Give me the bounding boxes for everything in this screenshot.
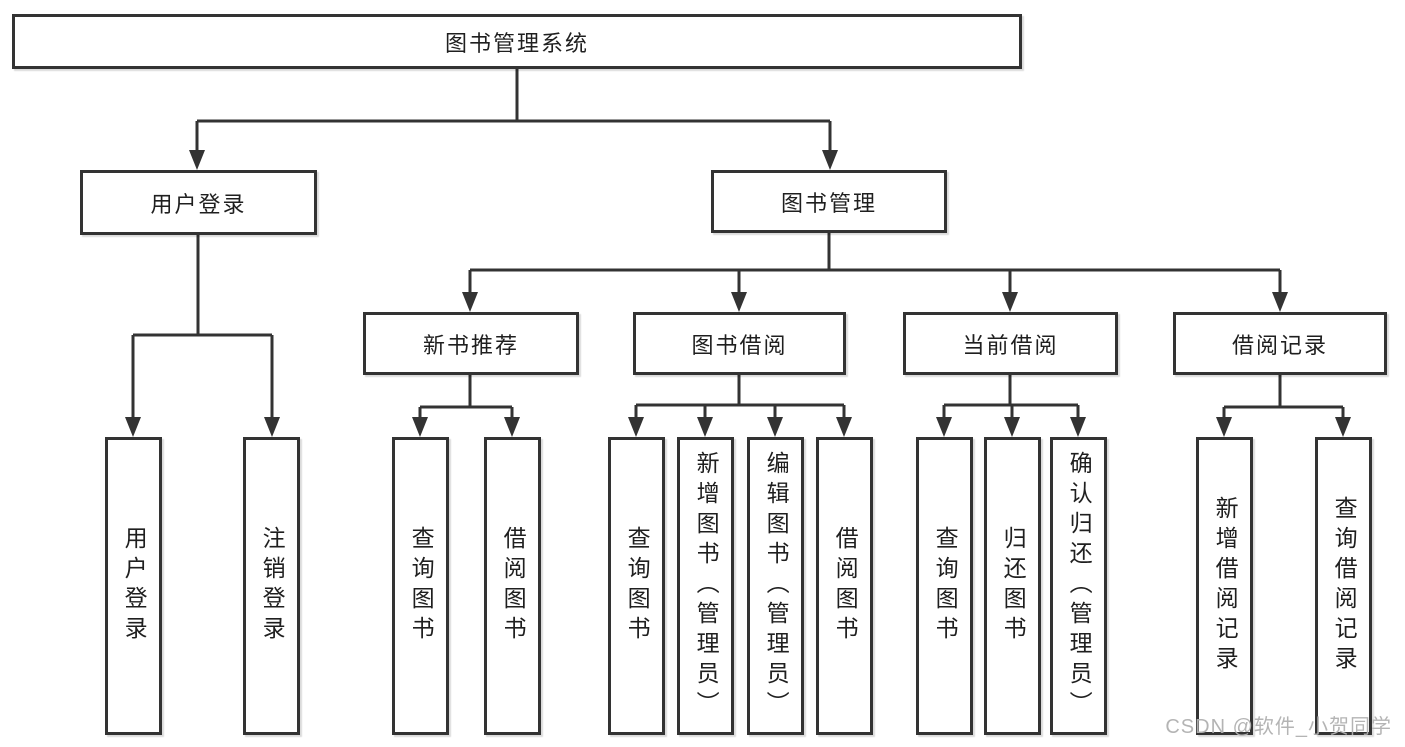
node-label: 查询借阅记录 [1331,496,1358,676]
node-leaf-user-login: 用户登录 [105,437,162,735]
node-leaf-logout: 注销登录 [243,437,300,735]
node-label: 图书管理系统 [444,30,589,56]
node-user-login: 用户登录 [80,170,317,235]
connector-lines [131,68,1345,419]
arrowheads [125,150,1351,437]
node-book-management: 图书管理 [711,170,947,233]
node-book-borrowing: 图书借阅 [633,312,846,375]
node-leaf-edit-books-admin: 编辑图书（管理员） [747,437,804,735]
node-label: 借阅图书 [500,526,527,646]
node-leaf-query-borrow-record: 查询借阅记录 [1315,437,1372,735]
node-label: 当前借阅 [962,332,1059,358]
node-label: 查询图书 [624,526,651,646]
node-label: 新增图书（管理员） [693,451,720,721]
node-label: 确认归还（管理员） [1066,451,1093,721]
node-label: 借阅图书 [832,526,859,646]
node-leaf-query-books-borrowing: 查询图书 [608,437,665,735]
node-leaf-add-books-admin: 新增图书（管理员） [677,437,734,735]
node-new-book-recommendation: 新书推荐 [363,312,579,375]
node-label: 归还图书 [1000,526,1027,646]
node-leaf-confirm-return-admin: 确认归还（管理员） [1050,437,1107,735]
node-label: 新增借阅记录 [1212,496,1239,676]
node-label: 新书推荐 [422,332,519,358]
node-label: 查询图书 [408,526,435,646]
node-label: 图书管理 [780,190,877,216]
node-current-borrowing: 当前借阅 [903,312,1118,375]
node-leaf-query-books-current: 查询图书 [916,437,973,735]
node-leaf-query-books-recommend: 查询图书 [392,437,449,735]
node-label: 用户登录 [121,526,148,646]
node-label: 编辑图书（管理员） [763,451,790,721]
node-label: 查询图书 [932,526,959,646]
node-library-system: 图书管理系统 [12,14,1022,69]
node-borrow-records: 借阅记录 [1173,312,1387,375]
node-leaf-return-books: 归还图书 [984,437,1041,735]
node-label: 借阅记录 [1231,332,1328,358]
node-leaf-add-borrow-record: 新增借阅记录 [1196,437,1253,735]
csdn-watermark: CSDN @软件_小贺同学 [1165,716,1392,738]
node-leaf-borrow-books: 借阅图书 [816,437,873,735]
node-label: 图书借阅 [691,332,788,358]
node-label: 注销登录 [259,526,286,646]
node-label: 用户登录 [150,191,247,217]
node-leaf-borrow-books-recommend: 借阅图书 [484,437,541,735]
